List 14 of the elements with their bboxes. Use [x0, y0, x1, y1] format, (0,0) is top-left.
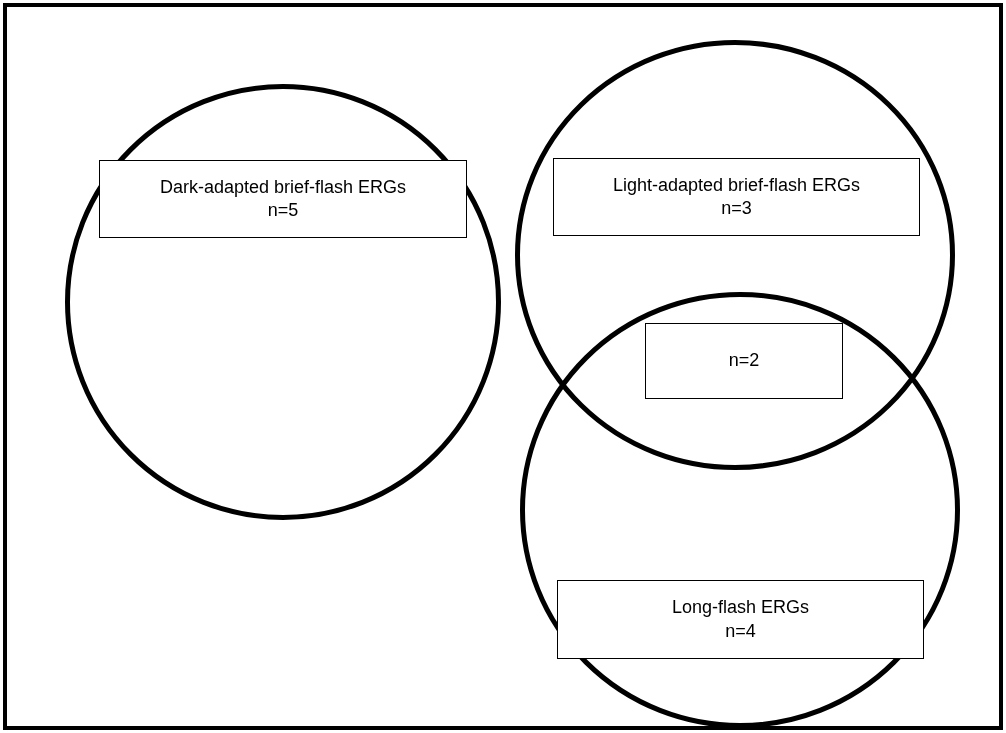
label-box	[557, 580, 924, 659]
set-label: n=5	[267, 199, 299, 222]
set-label: n=4	[725, 619, 756, 643]
set-label: Dark-adapted brief-flash ERGs	[159, 175, 407, 199]
set-label: n=3	[721, 197, 752, 220]
set-label: Light-adapted brief-flash ERGs	[612, 173, 861, 197]
venn-circle	[520, 292, 960, 728]
set-label: Long-flash ERGs	[671, 596, 810, 620]
label-box	[645, 323, 843, 399]
label-box	[553, 158, 920, 236]
venn-circle	[65, 84, 501, 520]
set-label: n=2	[728, 349, 760, 373]
label-box	[99, 160, 467, 238]
venn-circle	[515, 40, 955, 470]
